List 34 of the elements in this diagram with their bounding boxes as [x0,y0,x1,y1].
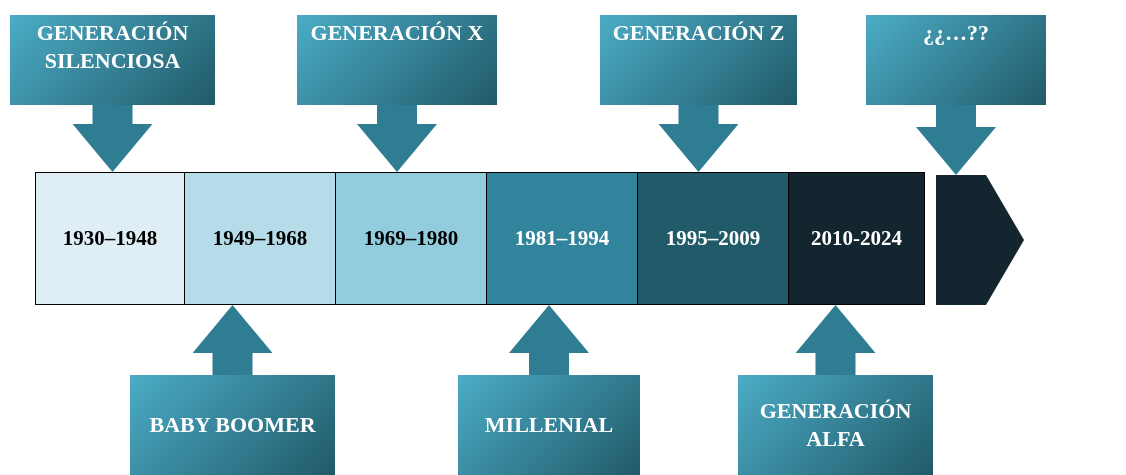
label-text: 1930–1948 [62,226,158,251]
label-text: MILLENIAL [484,411,614,439]
block-arrow [357,105,437,172]
label-text: GENERACIÓN ALFA [758,397,913,453]
timeline-end-arrow [936,175,1024,305]
block-arrow [916,105,996,175]
block-arrow [72,105,153,172]
block-arrow [192,305,273,375]
label-text: BABY BOOMER [149,411,316,439]
timeline-cell [184,172,336,305]
callout-box [600,15,797,105]
label-text: GENERACIÓN Z [612,19,785,47]
label-text: 2010-2024 [811,226,902,251]
label-text: 1995–2009 [665,226,761,251]
timeline-cell [788,172,925,305]
block-arrow [658,105,739,172]
label-text: GENERACIÓN SILENCIOSA [35,19,190,75]
label-text: ¿¿…?? [923,19,989,47]
timeline-cell [637,172,789,305]
label-text: GENERACIÓN X [310,19,484,47]
callout-box [738,375,933,475]
label-text: 1949–1968 [212,226,308,251]
label-text: 1969–1980 [363,226,459,251]
timeline-cell [335,172,487,305]
block-arrow [795,305,876,375]
timeline-cell [486,172,638,305]
callout-box [10,15,215,105]
label-text: 1981–1994 [514,226,610,251]
callout-box [130,375,335,475]
callout-box [458,375,640,475]
timeline-cell [35,172,185,305]
callout-box [297,15,497,105]
callout-box [866,15,1046,105]
block-arrow [509,305,589,375]
